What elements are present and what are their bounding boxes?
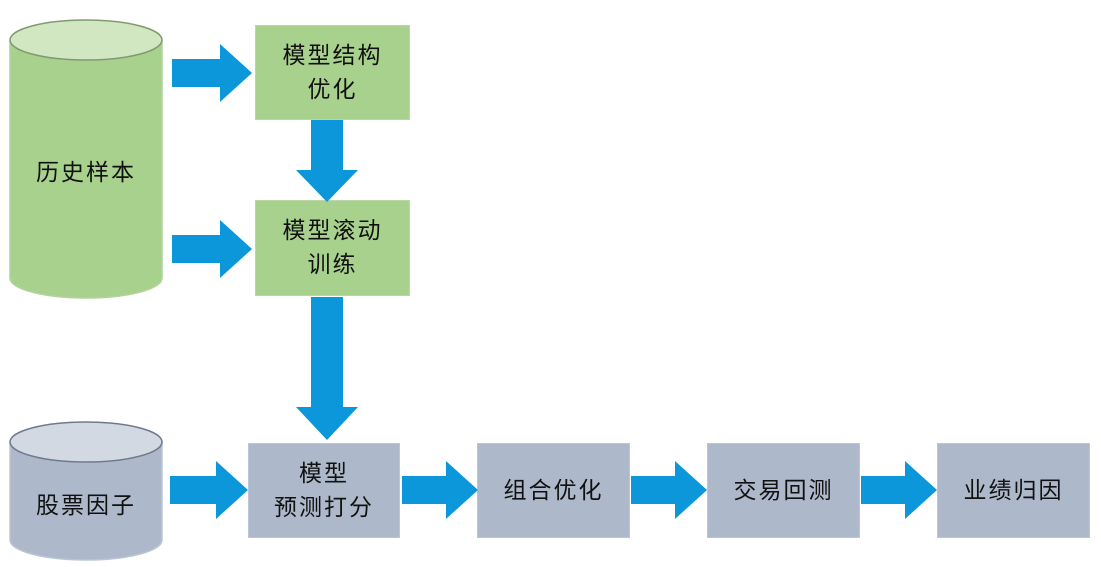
- trade-backtest-box: 交易回测: [707, 443, 860, 538]
- down-arrow-icon: [296, 297, 358, 440]
- right-arrow-icon: [172, 44, 252, 102]
- down-arrow-icon: [296, 120, 358, 202]
- history-samples-label: 历史样本: [36, 160, 136, 186]
- stock-factors-cylinder: 股票因子: [8, 420, 164, 562]
- performance-attribution-label: 业绩归因: [963, 477, 1064, 504]
- model-structure-optimization-box: 模型结构 优化: [255, 25, 410, 120]
- history-samples-cylinder: 历史样本: [8, 18, 164, 300]
- model-rolling-line1: 模型滚动: [282, 218, 383, 244]
- right-arrow-icon: [170, 461, 248, 519]
- model-structure-line2: 优化: [307, 76, 358, 103]
- right-arrow-icon: [861, 461, 937, 519]
- model-predict-line1: 模型: [299, 460, 349, 487]
- portfolio-optimization-box: 组合优化: [477, 443, 630, 538]
- model-rolling-training-box: 模型滚动 训练: [255, 200, 410, 296]
- model-predict-score-box: 模型 预测打分: [248, 443, 400, 538]
- performance-attribution-box: 业绩归因: [937, 443, 1090, 538]
- right-arrow-icon: [631, 461, 707, 519]
- right-arrow-icon: [172, 220, 252, 278]
- portfolio-optimization-label: 组合优化: [503, 477, 604, 504]
- cylinder-shape: [9, 421, 163, 561]
- model-structure-line1: 模型结构: [282, 42, 383, 69]
- right-arrow-icon: [402, 461, 478, 519]
- trade-backtest-label: 交易回测: [733, 477, 834, 504]
- stock-factors-label: 股票因子: [36, 493, 136, 519]
- model-rolling-line2: 训练: [307, 252, 358, 278]
- model-predict-line2: 预测打分: [274, 494, 374, 521]
- cylinder-shape: [9, 19, 163, 299]
